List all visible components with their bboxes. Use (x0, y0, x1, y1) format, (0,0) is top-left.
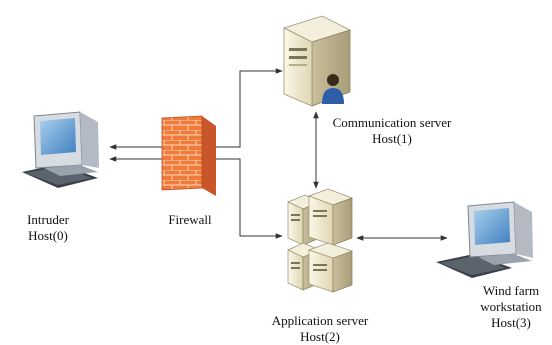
application-server-label: Application server Host(2) (260, 313, 380, 345)
workstation-name-line2: workstation (480, 299, 542, 314)
server-unit-top-right (307, 188, 354, 246)
intruder-label: Intruder Host(0) (18, 212, 78, 244)
workstation-name-line1: Wind farm (482, 283, 540, 298)
intruder-computer-icon (22, 111, 99, 188)
firewall-icon (161, 115, 216, 196)
intruder-name: Intruder (27, 212, 69, 227)
communication-server-label: Communication server Host(1) (322, 115, 462, 147)
application-server-host: Host(2) (300, 329, 340, 344)
workstation-label: Wind farm workstation Host(3) (470, 283, 552, 331)
firewall-label: Firewall (158, 212, 222, 228)
connectors (109, 68, 448, 241)
firewall-name: Firewall (168, 212, 212, 227)
link-firewall-to-application-server (216, 158, 283, 239)
intruder-host: Host(0) (28, 228, 68, 243)
server-unit-bottom-right (307, 242, 354, 293)
link-firewall-to-communication-server (216, 68, 283, 148)
communication-server-icon (282, 15, 352, 107)
communication-server-name: Communication server (332, 115, 452, 130)
communication-server-host: Host(1) (372, 131, 412, 146)
application-server-icon (287, 188, 354, 293)
application-server-name: Application server (271, 313, 369, 328)
workstation-host: Host(3) (491, 315, 531, 330)
workstation-computer-icon (436, 201, 533, 278)
